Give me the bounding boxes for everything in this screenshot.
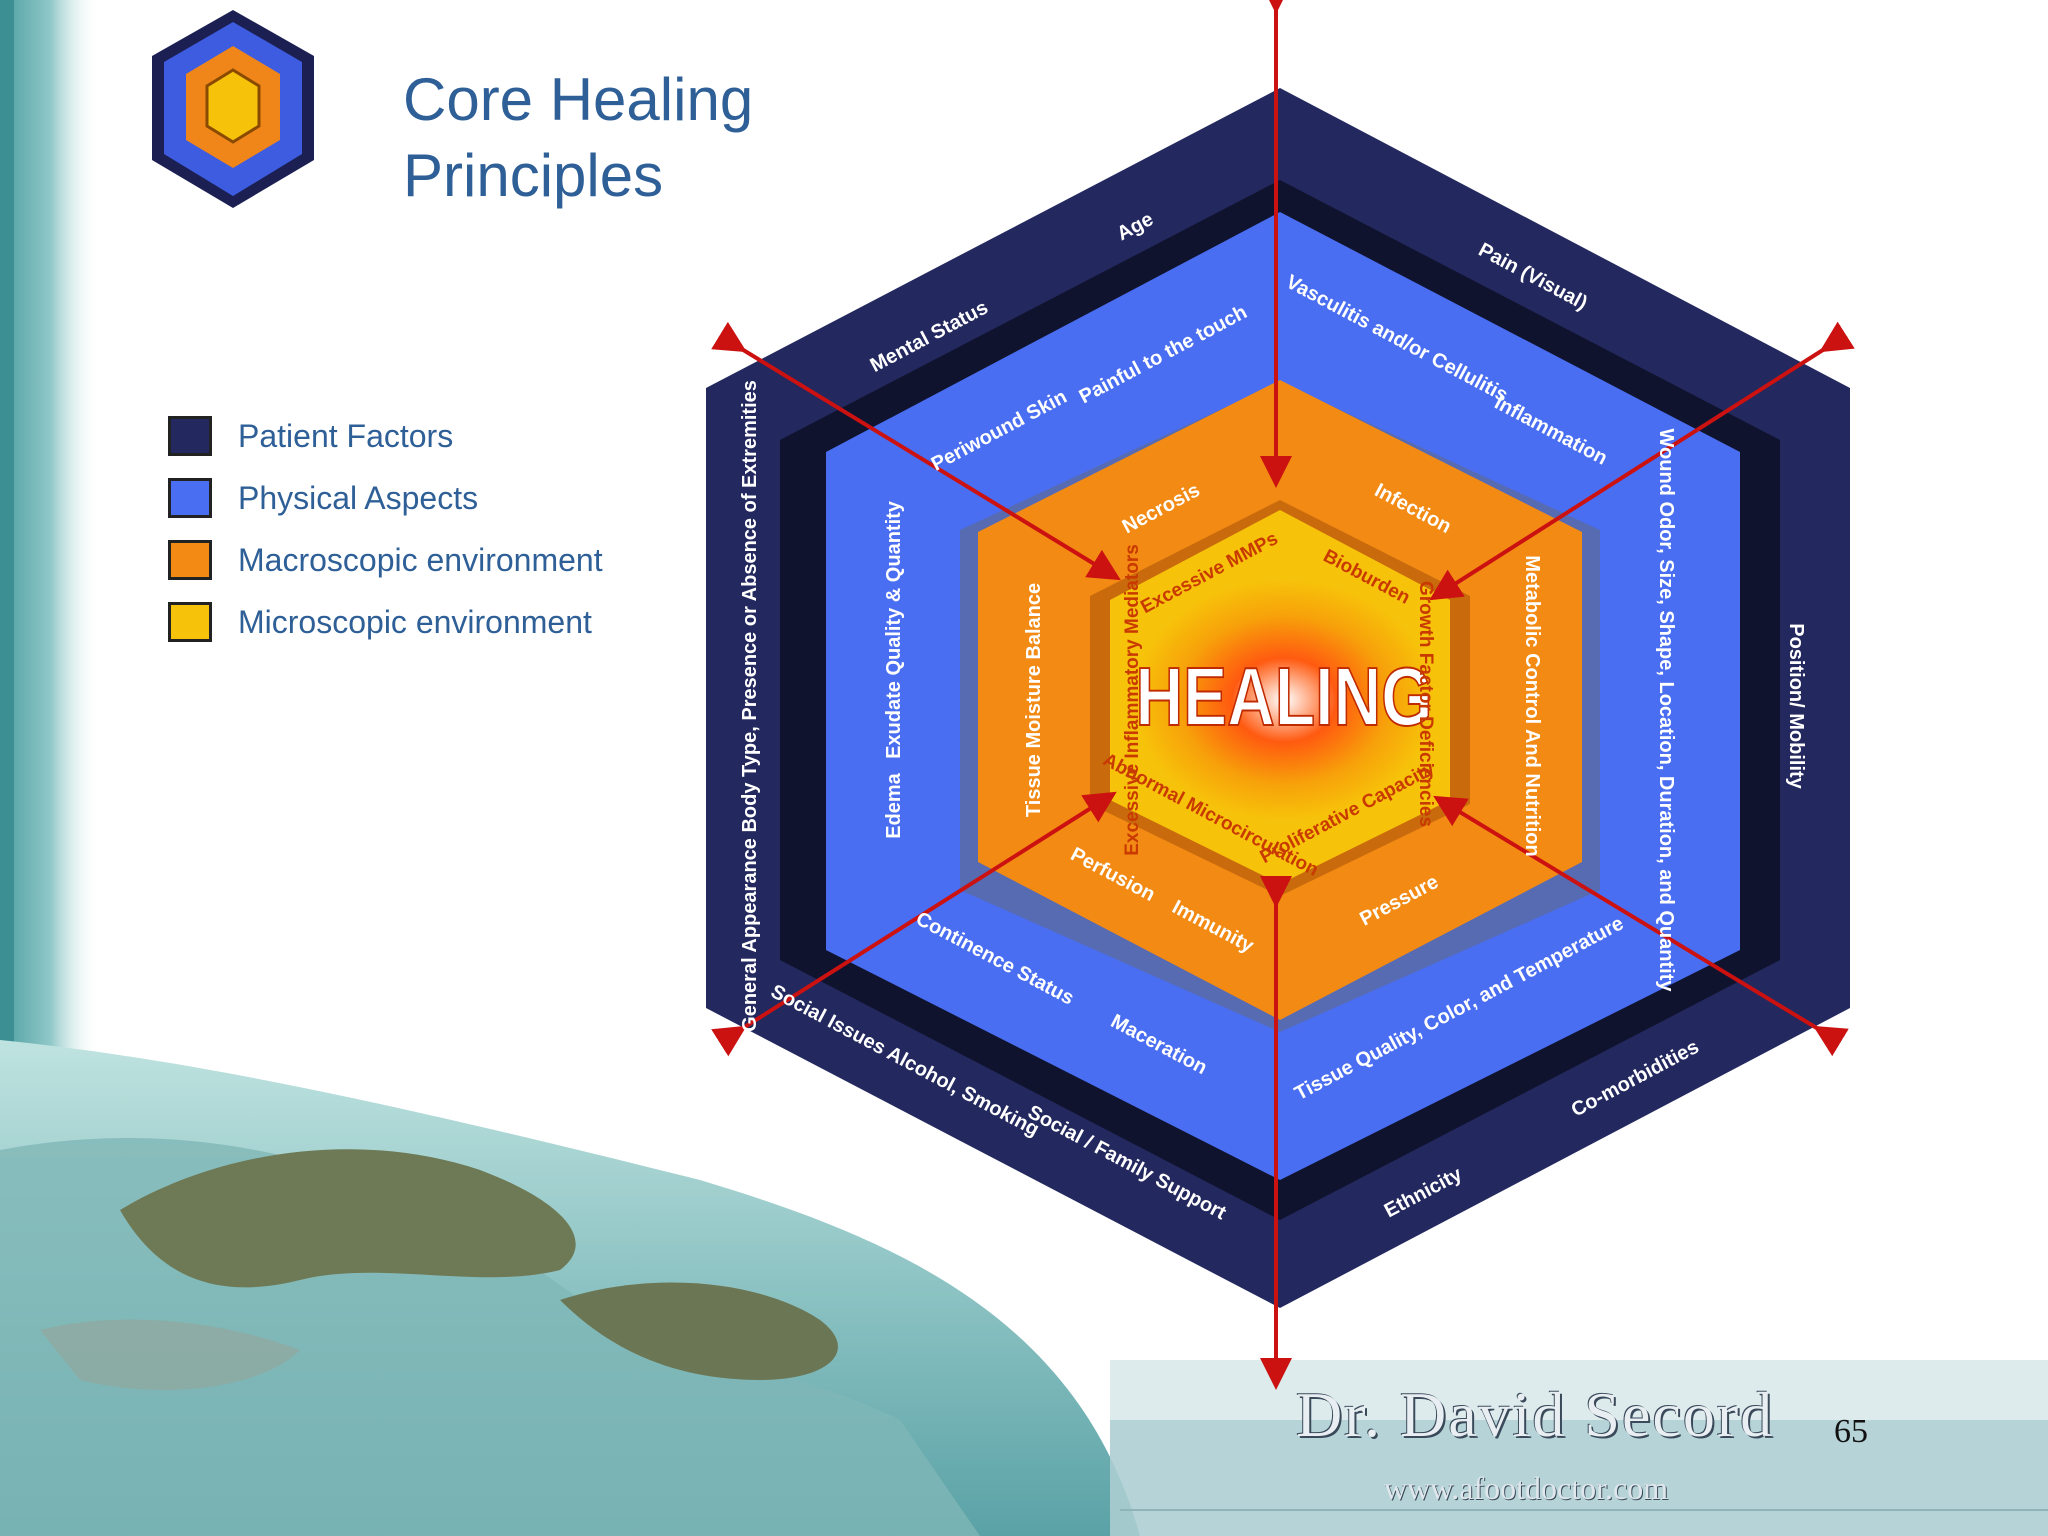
arrow-upper-left xyxy=(711,321,1121,581)
legend: Patient Factors Physical Aspects Macrosc… xyxy=(168,405,603,653)
legend-swatch-micro xyxy=(168,602,212,642)
signature-name: Dr. David Secord xyxy=(1296,1379,1775,1450)
legend-swatch-macro xyxy=(168,540,212,580)
healing-label: HEALING xyxy=(1136,650,1433,743)
title-line-1: Core Healing xyxy=(403,66,754,133)
legend-item-patient: Patient Factors xyxy=(168,405,603,467)
physical-label-wound: Wound Odor, Size, Shape, Location, Durat… xyxy=(1655,429,1677,993)
legend-swatch-physical xyxy=(168,478,212,518)
patient-label-general: General Appearance Body Type, Presence o… xyxy=(739,380,761,1032)
legend-item-macro: Macroscopic environment xyxy=(168,529,603,591)
micro-label-inflammatory: Excessive Inflammatory Mediators xyxy=(1122,544,1143,856)
legend-swatch-patient xyxy=(168,416,212,456)
legend-item-micro: Microscopic environment xyxy=(168,591,603,653)
title-line-2: Principles xyxy=(403,142,664,209)
signature-url: www.afootdoctor.com xyxy=(1384,1470,1669,1506)
legend-label: Physical Aspects xyxy=(238,479,479,516)
logo-hexagon-icon xyxy=(152,10,314,208)
legend-label: Macroscopic environment xyxy=(238,541,603,578)
macro-label-metabolic: Metabolic Control And Nutrition xyxy=(1521,555,1543,856)
micro-label-growth: Growth Factor Deficiencies xyxy=(1415,581,1436,827)
page-title: Core Healing Principles xyxy=(403,62,753,214)
legend-label: Microscopic environment xyxy=(238,603,592,640)
legend-label: Patient Factors xyxy=(238,417,454,454)
arrows xyxy=(711,0,1855,1390)
macro-label-moisture: Tissue Moisture Balance xyxy=(1023,583,1045,817)
arrow-upper-right xyxy=(1429,321,1855,601)
page-number: 65 xyxy=(1834,1413,1868,1450)
physical-label-edema: Edema xyxy=(883,772,905,838)
healing-center-glow xyxy=(1134,580,1434,820)
arrow-lower-right xyxy=(1433,795,1849,1057)
patient-label-position: Position/ Mobility xyxy=(1785,623,1807,789)
legend-item-physical: Physical Aspects xyxy=(168,467,603,529)
arrow-lower-left xyxy=(711,791,1117,1057)
physical-label-exudate: Exudate Quality & Quantity xyxy=(883,500,905,759)
